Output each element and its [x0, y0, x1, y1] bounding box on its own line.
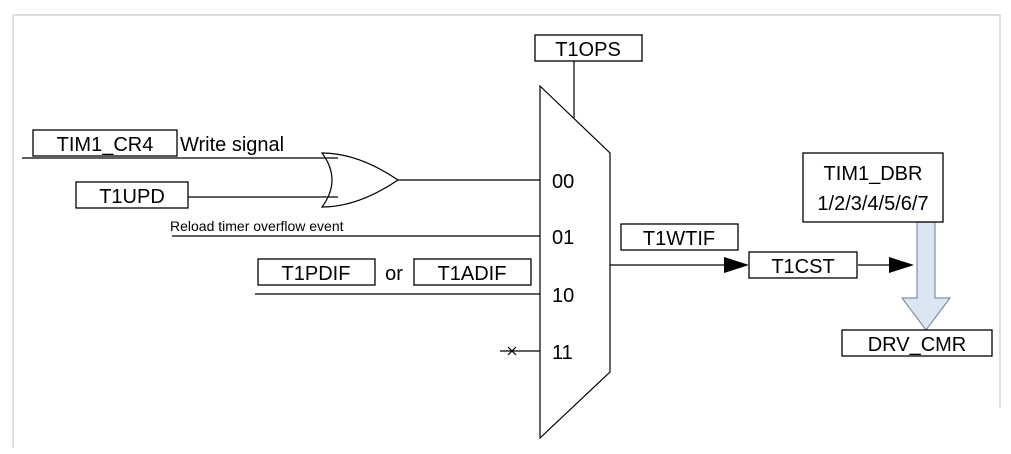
drv-cmr-label: DRV_CMR: [868, 334, 967, 356]
t1adif-label: T1ADIF: [438, 263, 507, 285]
t1upd-label: T1UPD: [99, 186, 165, 208]
tim1-dbr-values-label: 1/2/3/4/5/6/7: [817, 193, 928, 215]
mux-input-10-label: 10: [552, 285, 574, 307]
or-gate: [320, 152, 400, 208]
or-label: or: [385, 263, 403, 285]
t1upd-box: [75, 181, 189, 209]
mux-input-00-label: 00: [552, 171, 574, 193]
write-signal-label: Write signal: [180, 134, 284, 156]
t1ops-box: [534, 34, 643, 62]
diagram-frame: [13, 14, 1001, 408]
t1pdif-label: T1PDIF: [282, 263, 351, 285]
t1cst-output-arrowhead: [889, 257, 914, 273]
multiplexer: [539, 84, 611, 440]
tim1-cr4-label: TIM1_CR4: [57, 134, 154, 156]
t1wtif-box: [620, 223, 739, 251]
drv-cmr-box: [841, 329, 993, 357]
t1pdif-box: [257, 258, 376, 286]
t1cst-box: [748, 251, 858, 279]
t1ops-label: T1OPS: [555, 39, 621, 61]
t1adif-box: [413, 258, 532, 286]
mux-output-arrowhead: [724, 257, 749, 273]
mux-input-01-label: 01: [552, 227, 574, 249]
unconnected-x-mark: [507, 346, 517, 356]
tim1-cr4-box: [32, 129, 178, 157]
reload-event-label: Reload timer overflow event: [170, 218, 344, 234]
mux-input-11-label: 11: [552, 342, 573, 364]
tim1-dbr-label: TIM1_DBR: [824, 163, 923, 185]
dbr-to-drv-arrow: [900, 221, 952, 331]
t1wtif-label: T1WTIF: [643, 228, 715, 250]
tim1-dbr-box: [802, 152, 944, 223]
t1cst-label: T1CST: [771, 256, 834, 278]
